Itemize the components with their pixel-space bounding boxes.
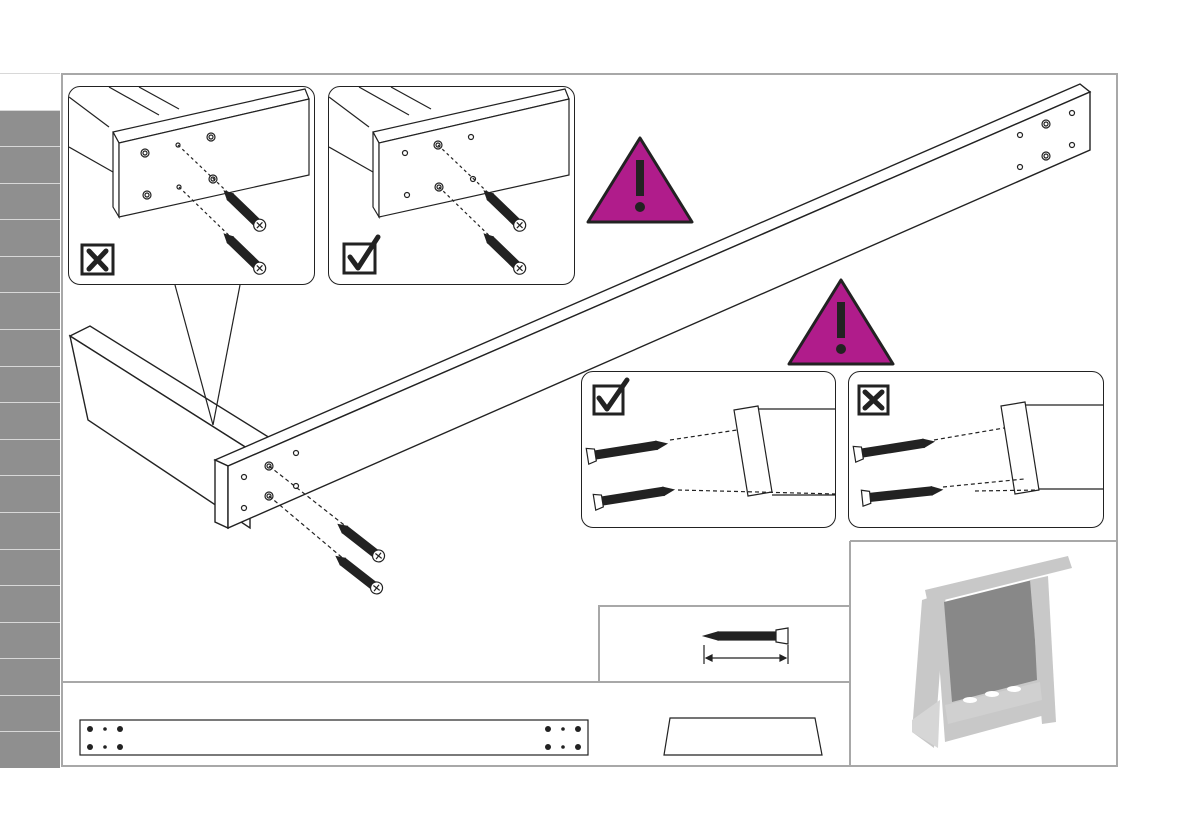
part-trapezoid-board [664,718,822,755]
inset-wrong-screw-angle [848,371,1104,528]
screw-length-reference [704,628,788,664]
easel-product-image [912,556,1072,748]
part-crossbar-flat [80,720,588,755]
screw-box-border [599,606,850,682]
warning-triangle-icon [789,280,893,364]
check-box-icon [594,380,627,414]
cross-box-icon [859,386,888,414]
inset-correct-screw-position [328,86,575,285]
warning-triangle-icon [588,138,692,222]
cross-box-icon [82,245,113,274]
inset-wrong-screw-position [68,86,315,285]
check-box-icon [344,237,378,273]
inset-correct-screw-angle [581,371,836,528]
